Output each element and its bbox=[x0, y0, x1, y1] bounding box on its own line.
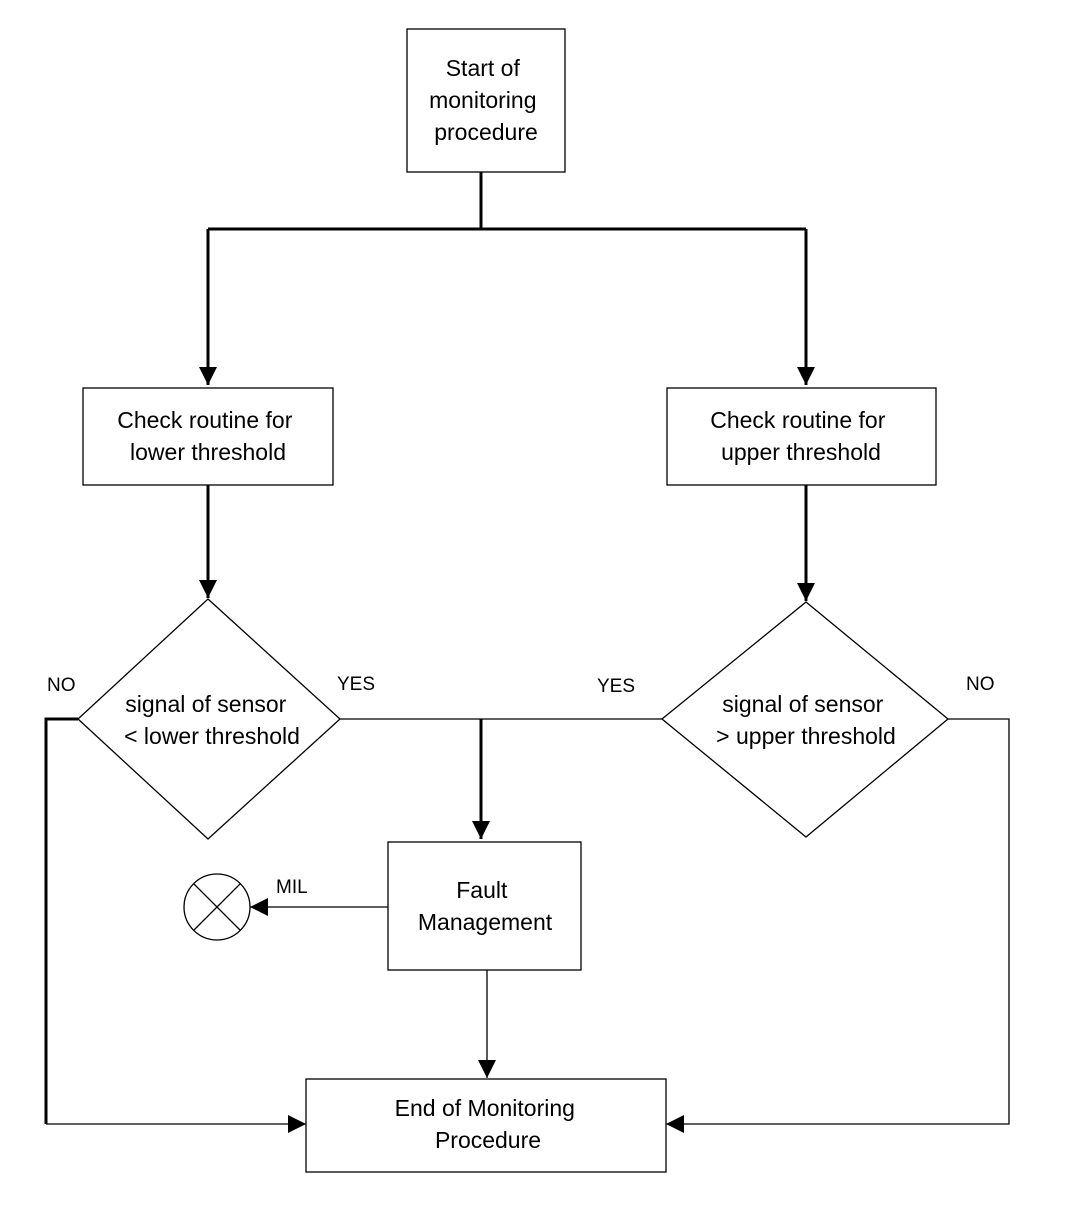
label-lower-no: NO bbox=[47, 675, 76, 696]
start-line-3: procedure bbox=[434, 119, 538, 145]
label-mil: MIL bbox=[276, 877, 308, 898]
svg-text:signal of sensor < lower: signal of sensor < lower threshold bbox=[124, 691, 300, 749]
node-decision-upper: signal of sensor > upper threshold bbox=[660, 601, 950, 838]
check-lower-line-1: Check routine for bbox=[117, 407, 292, 433]
svg-text:Fault Management: Fault Management bbox=[418, 877, 553, 935]
mil-lamp-icon bbox=[183, 873, 251, 941]
node-check-upper: Check routine for upper threshold bbox=[666, 387, 937, 486]
start-line-1: Start of bbox=[446, 55, 521, 81]
decision-lower-line-2: < lower threshold bbox=[124, 723, 300, 749]
svg-text:Check routine for upper: Check routine for upper threshold bbox=[710, 407, 892, 465]
svg-text:signal of sensor > upper: signal of sensor > upper threshold bbox=[716, 691, 896, 749]
node-start: Start of monitoring procedure bbox=[406, 28, 566, 173]
start-line-2: monitoring bbox=[429, 87, 536, 113]
end-line-2: Procedure bbox=[435, 1127, 541, 1153]
check-upper-line-1: Check routine for bbox=[710, 407, 885, 433]
end-line-1: End of Monitoring bbox=[395, 1095, 575, 1121]
check-upper-line-2: upper threshold bbox=[721, 439, 881, 465]
fault-line-2: Management bbox=[418, 909, 553, 935]
label-upper-no: NO bbox=[966, 674, 995, 695]
label-lower-yes: YES bbox=[337, 674, 375, 695]
connectors bbox=[44, 172, 1010, 1133]
edge-upper-no bbox=[666, 718, 1010, 1133]
decision-lower-line-1: signal of sensor bbox=[125, 691, 286, 717]
node-decision-lower: signal of sensor < lower threshold bbox=[77, 598, 341, 840]
node-end: End of Monitoring Procedure bbox=[305, 1078, 667, 1173]
svg-text:End of Monitoring Proced: End of Monitoring Procedure bbox=[395, 1095, 582, 1153]
node-check-lower: Check routine for lower threshold bbox=[82, 387, 334, 486]
node-fault: Fault Management bbox=[387, 841, 582, 971]
edge-lower-no bbox=[44, 717, 78, 1124]
label-upper-yes: YES bbox=[597, 676, 635, 697]
edge-start-split bbox=[208, 172, 806, 231]
check-lower-line-2: lower threshold bbox=[130, 439, 286, 465]
decision-upper-line-1: signal of sensor bbox=[722, 691, 883, 717]
fault-line-1: Fault bbox=[456, 877, 508, 903]
svg-text:Start of monitoring: Start of monitoring procedure bbox=[429, 55, 543, 145]
svg-text:Check routine for lower: Check routine for lower threshold bbox=[117, 407, 299, 465]
decision-upper-line-2: > upper threshold bbox=[716, 723, 896, 749]
